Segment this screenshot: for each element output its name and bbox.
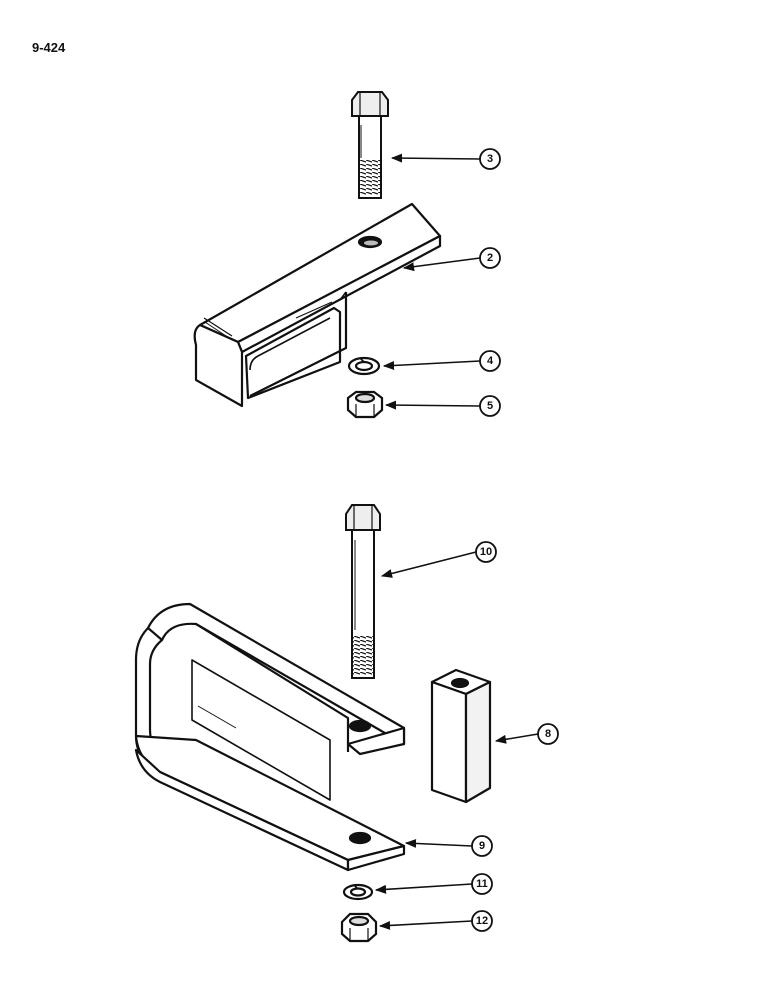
svg-text:8: 8 [545, 728, 551, 740]
svg-text:3: 3 [487, 153, 493, 165]
svg-text:12: 12 [476, 915, 488, 927]
callout-8: 8 [537, 723, 559, 745]
svg-text:5: 5 [487, 400, 493, 412]
spacer-block [430, 668, 492, 804]
callout-12: 12 [471, 910, 493, 932]
lock-washer-lower [342, 883, 374, 901]
bolt-short [351, 91, 389, 199]
callout-5: 5 [479, 395, 501, 417]
callout-2: 2 [479, 247, 501, 269]
svg-text:9: 9 [479, 840, 485, 852]
callout-3: 3 [479, 148, 501, 170]
hex-nut-lower [340, 912, 378, 943]
hex-nut-upper [346, 390, 384, 419]
page-number: 9-424 [32, 40, 66, 55]
callout-9: 9 [471, 835, 493, 857]
svg-text:2: 2 [487, 252, 493, 264]
bracket-upper [193, 202, 442, 408]
bolt-long [345, 504, 381, 679]
svg-text:10: 10 [480, 546, 492, 558]
leader-lines [374, 153, 539, 930]
callout-4: 4 [479, 350, 501, 372]
svg-text:4: 4 [487, 355, 494, 367]
u-bracket-lower [134, 602, 406, 872]
callout-11: 11 [471, 873, 493, 895]
callout-10: 10 [475, 541, 497, 563]
svg-text:11: 11 [476, 878, 488, 890]
lock-washer-upper [347, 356, 381, 376]
